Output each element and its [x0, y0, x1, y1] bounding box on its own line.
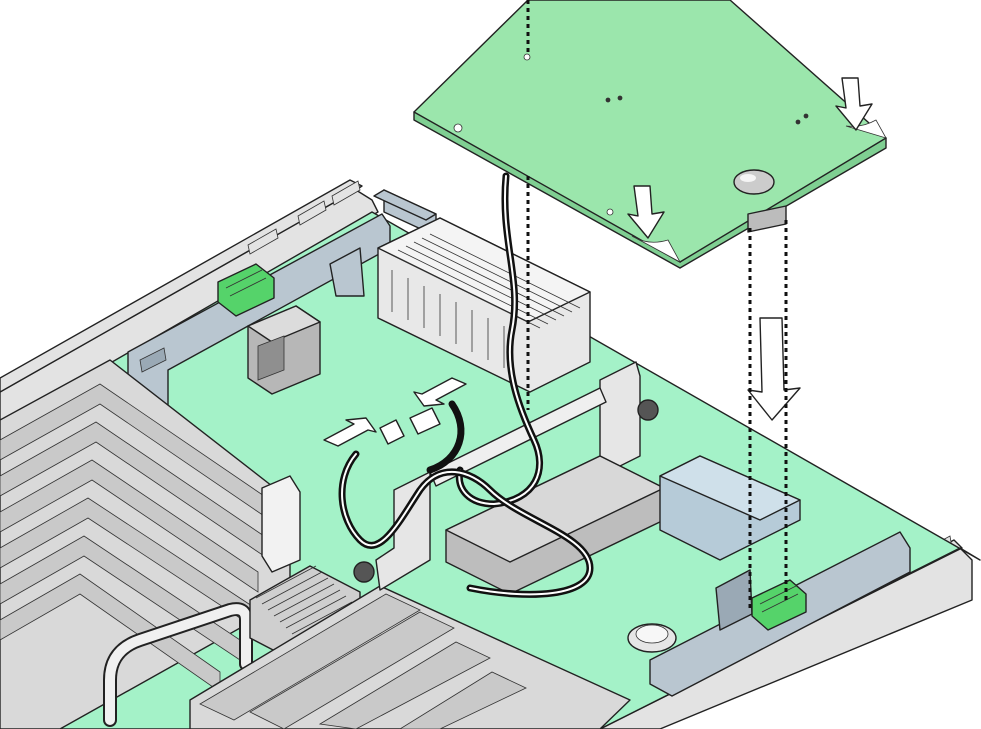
arrow-down-icon-large [747, 317, 801, 421]
bracket-back [127, 189, 437, 421]
cable-plug-right-body [409, 407, 441, 435]
cable-plug-right [409, 407, 441, 435]
mezzanine-card-dome [733, 169, 775, 195]
dimm-bank-left [0, 359, 301, 729]
dimm-bank-right [189, 585, 631, 729]
arrow-push-connector [747, 317, 801, 421]
cable-harness [338, 172, 594, 598]
bracket-back-block-top [373, 189, 437, 221]
connector-block-large [377, 217, 591, 393]
arrow-right-icon [323, 417, 377, 447]
connector-block-back-top [247, 305, 321, 343]
chassis-tab-b [297, 200, 327, 226]
heat-pipe-inner [105, 604, 251, 725]
coin-battery-cell [635, 624, 669, 644]
arrow-slide-out [413, 377, 467, 407]
bracket-back-slot [139, 347, 167, 373]
arrow-down-icon-right [835, 77, 873, 131]
standoff-screw-b [637, 399, 659, 421]
card-reader-top [659, 455, 801, 521]
latch-clip-back-body [217, 263, 275, 317]
mezzanine-card-hole-a [453, 123, 463, 133]
mezzanine-card-hole-c [523, 53, 531, 61]
mezzanine-standoff-bracket [353, 361, 659, 591]
mezzanine-card-hole-f [795, 119, 801, 125]
cable-harness-upper [426, 400, 465, 474]
arrow-push-card-left [627, 185, 665, 239]
mezzanine-card-hole-g [803, 113, 809, 119]
mezzanine-card-hole-e [617, 95, 623, 101]
latch-clip-front-ridge [759, 585, 799, 613]
connector-block-back-window [257, 335, 285, 381]
standoff-bracket-bar [429, 387, 607, 487]
cable-plug-left [379, 419, 405, 445]
mezzanine-card-board [413, 0, 887, 263]
bracket-back-post [329, 247, 365, 297]
mezzanine-card-notch-b [845, 119, 887, 139]
card-reader [659, 455, 801, 561]
latch-clip-front [751, 579, 807, 631]
connector-block-back [247, 305, 321, 395]
latch-clip-back-ridge [225, 269, 267, 297]
connector-block-large-pins [389, 233, 581, 368]
heatsink-fins [255, 565, 357, 641]
chassis-tab-c [331, 180, 361, 206]
mezzanine-card-hole-d [605, 97, 611, 103]
mezzanine-card-hole-b [606, 208, 614, 216]
arrow-slide-in [323, 417, 377, 447]
arrow-down-icon [627, 185, 665, 239]
coin-battery [627, 623, 677, 653]
standoff-screw-a [353, 561, 375, 583]
mezzanine-card-dome-hi [740, 174, 756, 182]
dimm-bank-right-modules [199, 593, 527, 729]
cable-harness-loop-hi [341, 453, 591, 596]
latch-clip-back [217, 263, 275, 317]
cable-harness-main-hi [458, 175, 541, 505]
latch-clip-front-body [751, 579, 807, 631]
dashed-guide-line [526, 0, 788, 610]
cable-plug-left-body [379, 419, 405, 445]
arrow-push-card-right [835, 77, 873, 131]
chassis-tab-a [247, 228, 279, 255]
standoff-bracket-right [599, 361, 641, 475]
arrow-left-icon [413, 377, 467, 407]
mezzanine-card-notch-a [631, 235, 681, 263]
dimm-bank-left-latch [261, 475, 301, 573]
